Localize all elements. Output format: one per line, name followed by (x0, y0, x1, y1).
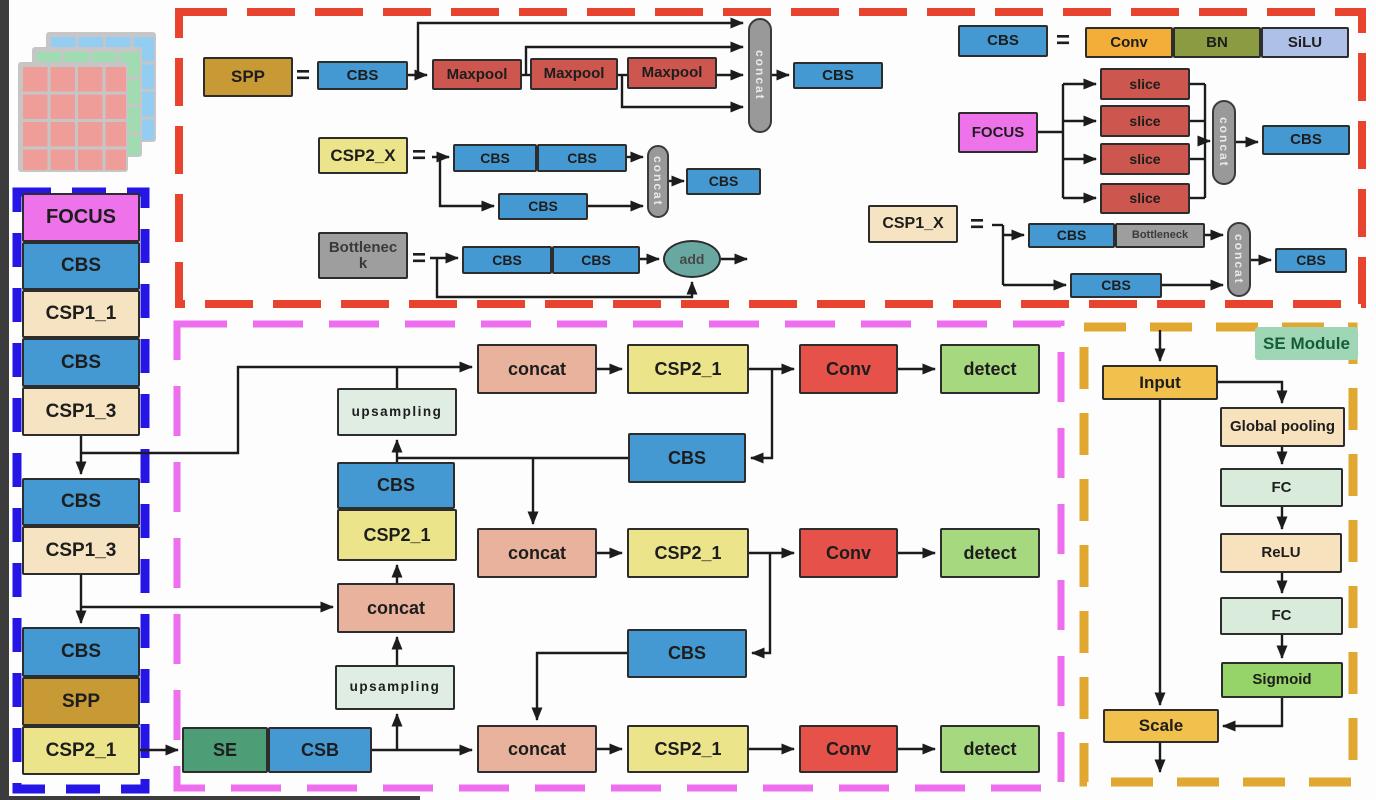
def-cbs-title: CBS (958, 25, 1048, 57)
neck-csp2-1-stack: CSP2_1 (337, 509, 457, 561)
conv-p5: Conv (799, 725, 898, 773)
def-spp-cbs-out: CBS (793, 62, 883, 89)
neck-frame (173, 320, 1065, 792)
def-csp2x-cbs-1: CBS (453, 144, 537, 172)
neck-cbs-down-1: CBS (628, 433, 746, 483)
conv-p3: Conv (799, 344, 898, 394)
se-sigmoid: Sigmoid (1221, 662, 1343, 698)
def-csp1x-concat: concat (1227, 222, 1251, 297)
left-edge-strip (0, 0, 9, 800)
se-scale: Scale (1103, 709, 1219, 743)
def-bottleneck-title: Bottlenec k (318, 232, 408, 279)
def-bottleneck-cbs-2: CBS (552, 246, 640, 274)
def-csp2x-cbs-lower: CBS (498, 193, 588, 220)
csp2x-equals: = (412, 142, 427, 169)
def-spp-maxpool-2: Maxpool (530, 58, 618, 90)
cbs-equals: = (1056, 27, 1071, 54)
detect-p4: detect (940, 528, 1040, 578)
detect-p3: detect (940, 344, 1040, 394)
csb-block: CSB (268, 727, 372, 773)
def-focus-slice-2: slice (1100, 105, 1190, 137)
conv-p4: Conv (799, 528, 898, 578)
def-bottleneck-title-line1: Bottlenec (328, 238, 398, 256)
concat-p5: concat (477, 725, 597, 773)
csp2-1-p4: CSP2_1 (627, 528, 749, 578)
backbone-cbs-4: CBS (22, 627, 140, 677)
se-relu: ReLU (1220, 533, 1342, 573)
backbone-spp: SPP (22, 677, 140, 726)
def-csp2x-concat: concat (647, 145, 669, 218)
def-spp-cbs-in: CBS (317, 61, 408, 90)
se-module-frame (1079, 322, 1358, 787)
def-csp2x-cbs-2: CBS (537, 144, 627, 172)
def-focus-slice-4: slice (1100, 183, 1190, 214)
backbone-focus: FOCUS (22, 193, 140, 242)
def-csp2x-cbs-out: CBS (686, 168, 761, 195)
def-spp-maxpool-3: Maxpool (627, 57, 717, 89)
csp2-1-p3: CSP2_1 (627, 344, 749, 394)
se-block: SE (182, 727, 268, 773)
bottleneck-equals: = (412, 245, 427, 272)
se-fc-1: FC (1220, 468, 1343, 507)
def-csp1x-cbs-top: CBS (1028, 223, 1115, 248)
def-cbs-silu: SiLU (1261, 27, 1349, 58)
definitions-frame (175, 8, 1366, 308)
neck-concat-left: concat (337, 583, 455, 633)
def-csp2x-title: CSP2_X (318, 137, 408, 174)
csp1x-equals: = (970, 211, 985, 238)
def-spp-concat: concat (748, 18, 772, 133)
upsampling-top: upsampling (337, 388, 457, 436)
def-bottleneck-add: add (663, 240, 721, 278)
def-bottleneck-title-line2: k (358, 254, 368, 272)
def-csp1x-cbs-out: CBS (1275, 248, 1347, 273)
def-focus-slice-3: slice (1100, 143, 1190, 175)
def-csp1x-bottleneck: Bottleneck (1115, 223, 1205, 248)
backbone-csp1-3a: CSP1_3 (22, 387, 140, 436)
neck-cbs-down-2: CBS (627, 629, 747, 678)
def-focus-concat: concat (1212, 100, 1236, 185)
se-fc-2: FC (1220, 597, 1343, 635)
csp2-1-p5: CSP2_1 (627, 725, 749, 773)
def-bottleneck-cbs-1: CBS (462, 246, 552, 274)
def-focus-cbs-out: CBS (1262, 125, 1350, 155)
concat-p4: concat (477, 528, 597, 578)
def-focus-title: FOCUS (958, 112, 1038, 153)
backbone-frame (12, 187, 150, 794)
se-global-pooling: Global pooling (1220, 407, 1345, 447)
detect-p5: detect (940, 725, 1040, 773)
backbone-csp2-1: CSP2_1 (22, 726, 140, 775)
backbone-cbs-2: CBS (22, 338, 140, 387)
se-module-title: SE Module (1255, 327, 1358, 360)
def-cbs-bn: BN (1173, 27, 1261, 58)
def-csp1x-title: CSP1_X (868, 205, 958, 243)
backbone-cbs-3: CBS (22, 478, 140, 526)
spp-equals: = (296, 62, 311, 89)
backbone-csp1-1: CSP1_1 (22, 290, 140, 338)
neck-cbs-stack: CBS (337, 462, 455, 509)
backbone-cbs-1: CBS (22, 242, 140, 290)
def-csp1x-cbs-lower: CBS (1070, 273, 1162, 298)
backbone-csp1-3b: CSP1_3 (22, 526, 140, 575)
feature-map-grid-red (18, 62, 128, 172)
bottom-edge-strip (0, 796, 420, 800)
def-cbs-conv: Conv (1085, 27, 1173, 58)
upsampling-bottom: upsampling (335, 665, 455, 710)
def-spp-title: SPP (203, 57, 293, 97)
def-spp-maxpool-1: Maxpool (432, 59, 522, 90)
def-focus-slice-1: slice (1100, 68, 1190, 100)
se-input: Input (1102, 365, 1218, 400)
concat-p3: concat (477, 344, 597, 394)
